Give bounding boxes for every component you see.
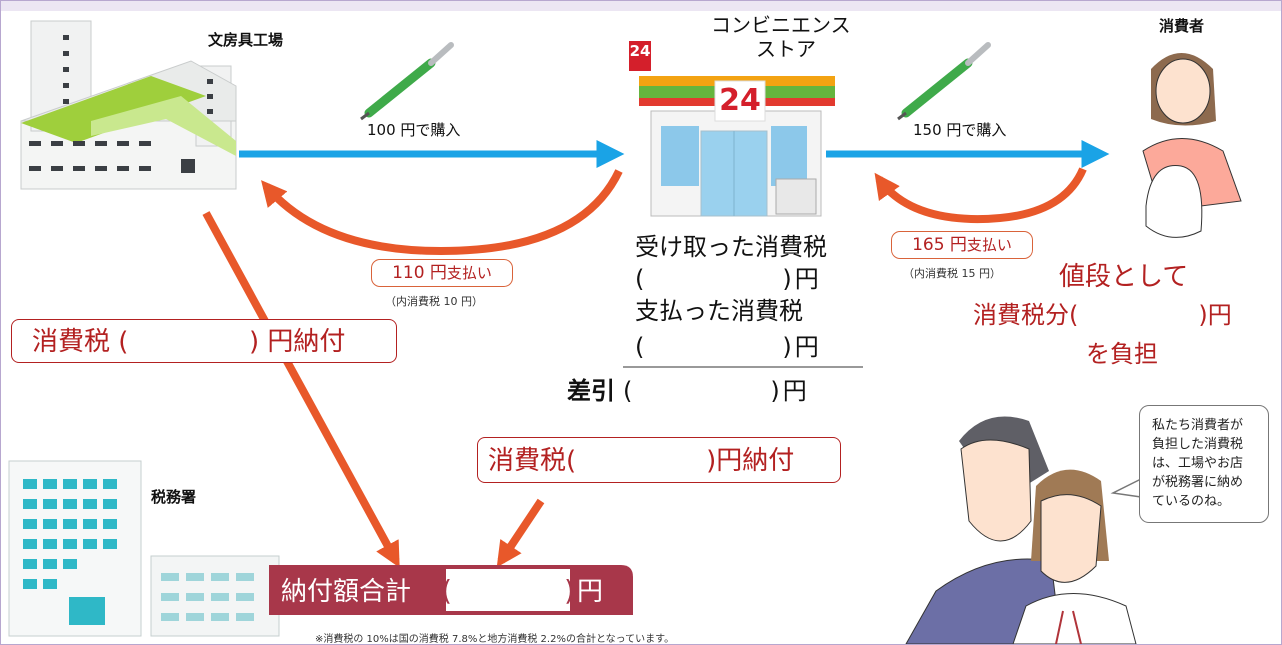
pen-icon-left [360, 42, 454, 121]
store-sign-small: 24 [629, 42, 651, 60]
payment-to-factory-note: （内消費税 10 円） [385, 295, 483, 308]
store-illustration [629, 41, 835, 217]
payment-to-factory-box: 110 円支払い [371, 259, 513, 287]
arrow-store-tax [496, 498, 545, 568]
couple-illustration [905, 416, 1137, 644]
payment-to-store-note: （内消費税 15 円） [903, 267, 1001, 280]
arrow-factory-tax [202, 211, 400, 568]
factory-illustration [20, 20, 237, 190]
received-tax-label: 受け取った消費税 [635, 233, 827, 261]
payment-to-factory-amount: 110 円 [392, 263, 447, 283]
store-tax-payment-box: 消費税( )円納付 [477, 437, 841, 483]
tax-office-illustration [8, 460, 280, 637]
total-value-slot [446, 569, 570, 611]
tax-office-label: 税務署 [151, 488, 197, 506]
consumer-burden-line2: 消費税分( )円 [973, 301, 1232, 329]
arrow-store-pays-factory [261, 169, 623, 256]
diff-value: ( )円 [623, 377, 810, 405]
store-sign-large: 24 [719, 83, 761, 118]
payment-to-store-box: 165 円支払い [891, 231, 1033, 259]
buy-from-store-label: 150 円で購入 [913, 121, 1007, 139]
speech-bubble: 私たち消費者が 負担した消費税 は、工場やお店 が税務署に納め ているのね。 [1139, 405, 1269, 523]
payment-to-store-amount: 165 円 [912, 235, 967, 255]
received-tax-value: ( )円 [635, 265, 822, 293]
consumer-burden-line3: を負担 [1086, 340, 1158, 368]
payment-to-store-suffix: 支払い [966, 236, 1012, 254]
store-label-line2: ストア [756, 37, 816, 61]
consumer-burden-line1: 値段として [1059, 262, 1189, 292]
diff-label: 差引 [567, 377, 615, 405]
bubble-tail [1110, 477, 1142, 498]
factory-tax-payment-box: 消費税 ( ) 円納付 [11, 319, 397, 363]
total-unit: 円 [577, 577, 604, 607]
paid-tax-label: 支払った消費税 [635, 297, 803, 325]
top-strip [1, 1, 1281, 11]
consumer-illustration [1142, 53, 1242, 238]
buy-from-factory-label: 100 円で購入 [367, 121, 461, 139]
total-label: 納付額合計 [281, 577, 412, 607]
total-value: ( ) [441, 574, 575, 607]
factory-label: 文房具工場 [208, 31, 284, 49]
store-label-line1: コンビニエンス [711, 13, 851, 37]
footnote: ※消費税の 10%は国の消費税 7.8%と地方消費税 2.2%の合計となっていま… [315, 634, 675, 645]
arrow-consumer-pays-store [874, 167, 1087, 224]
payment-to-factory-suffix: 支払い [446, 264, 492, 282]
consumer-label: 消費者 [1159, 17, 1205, 35]
paid-tax-value: ( )円 [635, 333, 822, 361]
pen-icon-right [897, 42, 991, 121]
